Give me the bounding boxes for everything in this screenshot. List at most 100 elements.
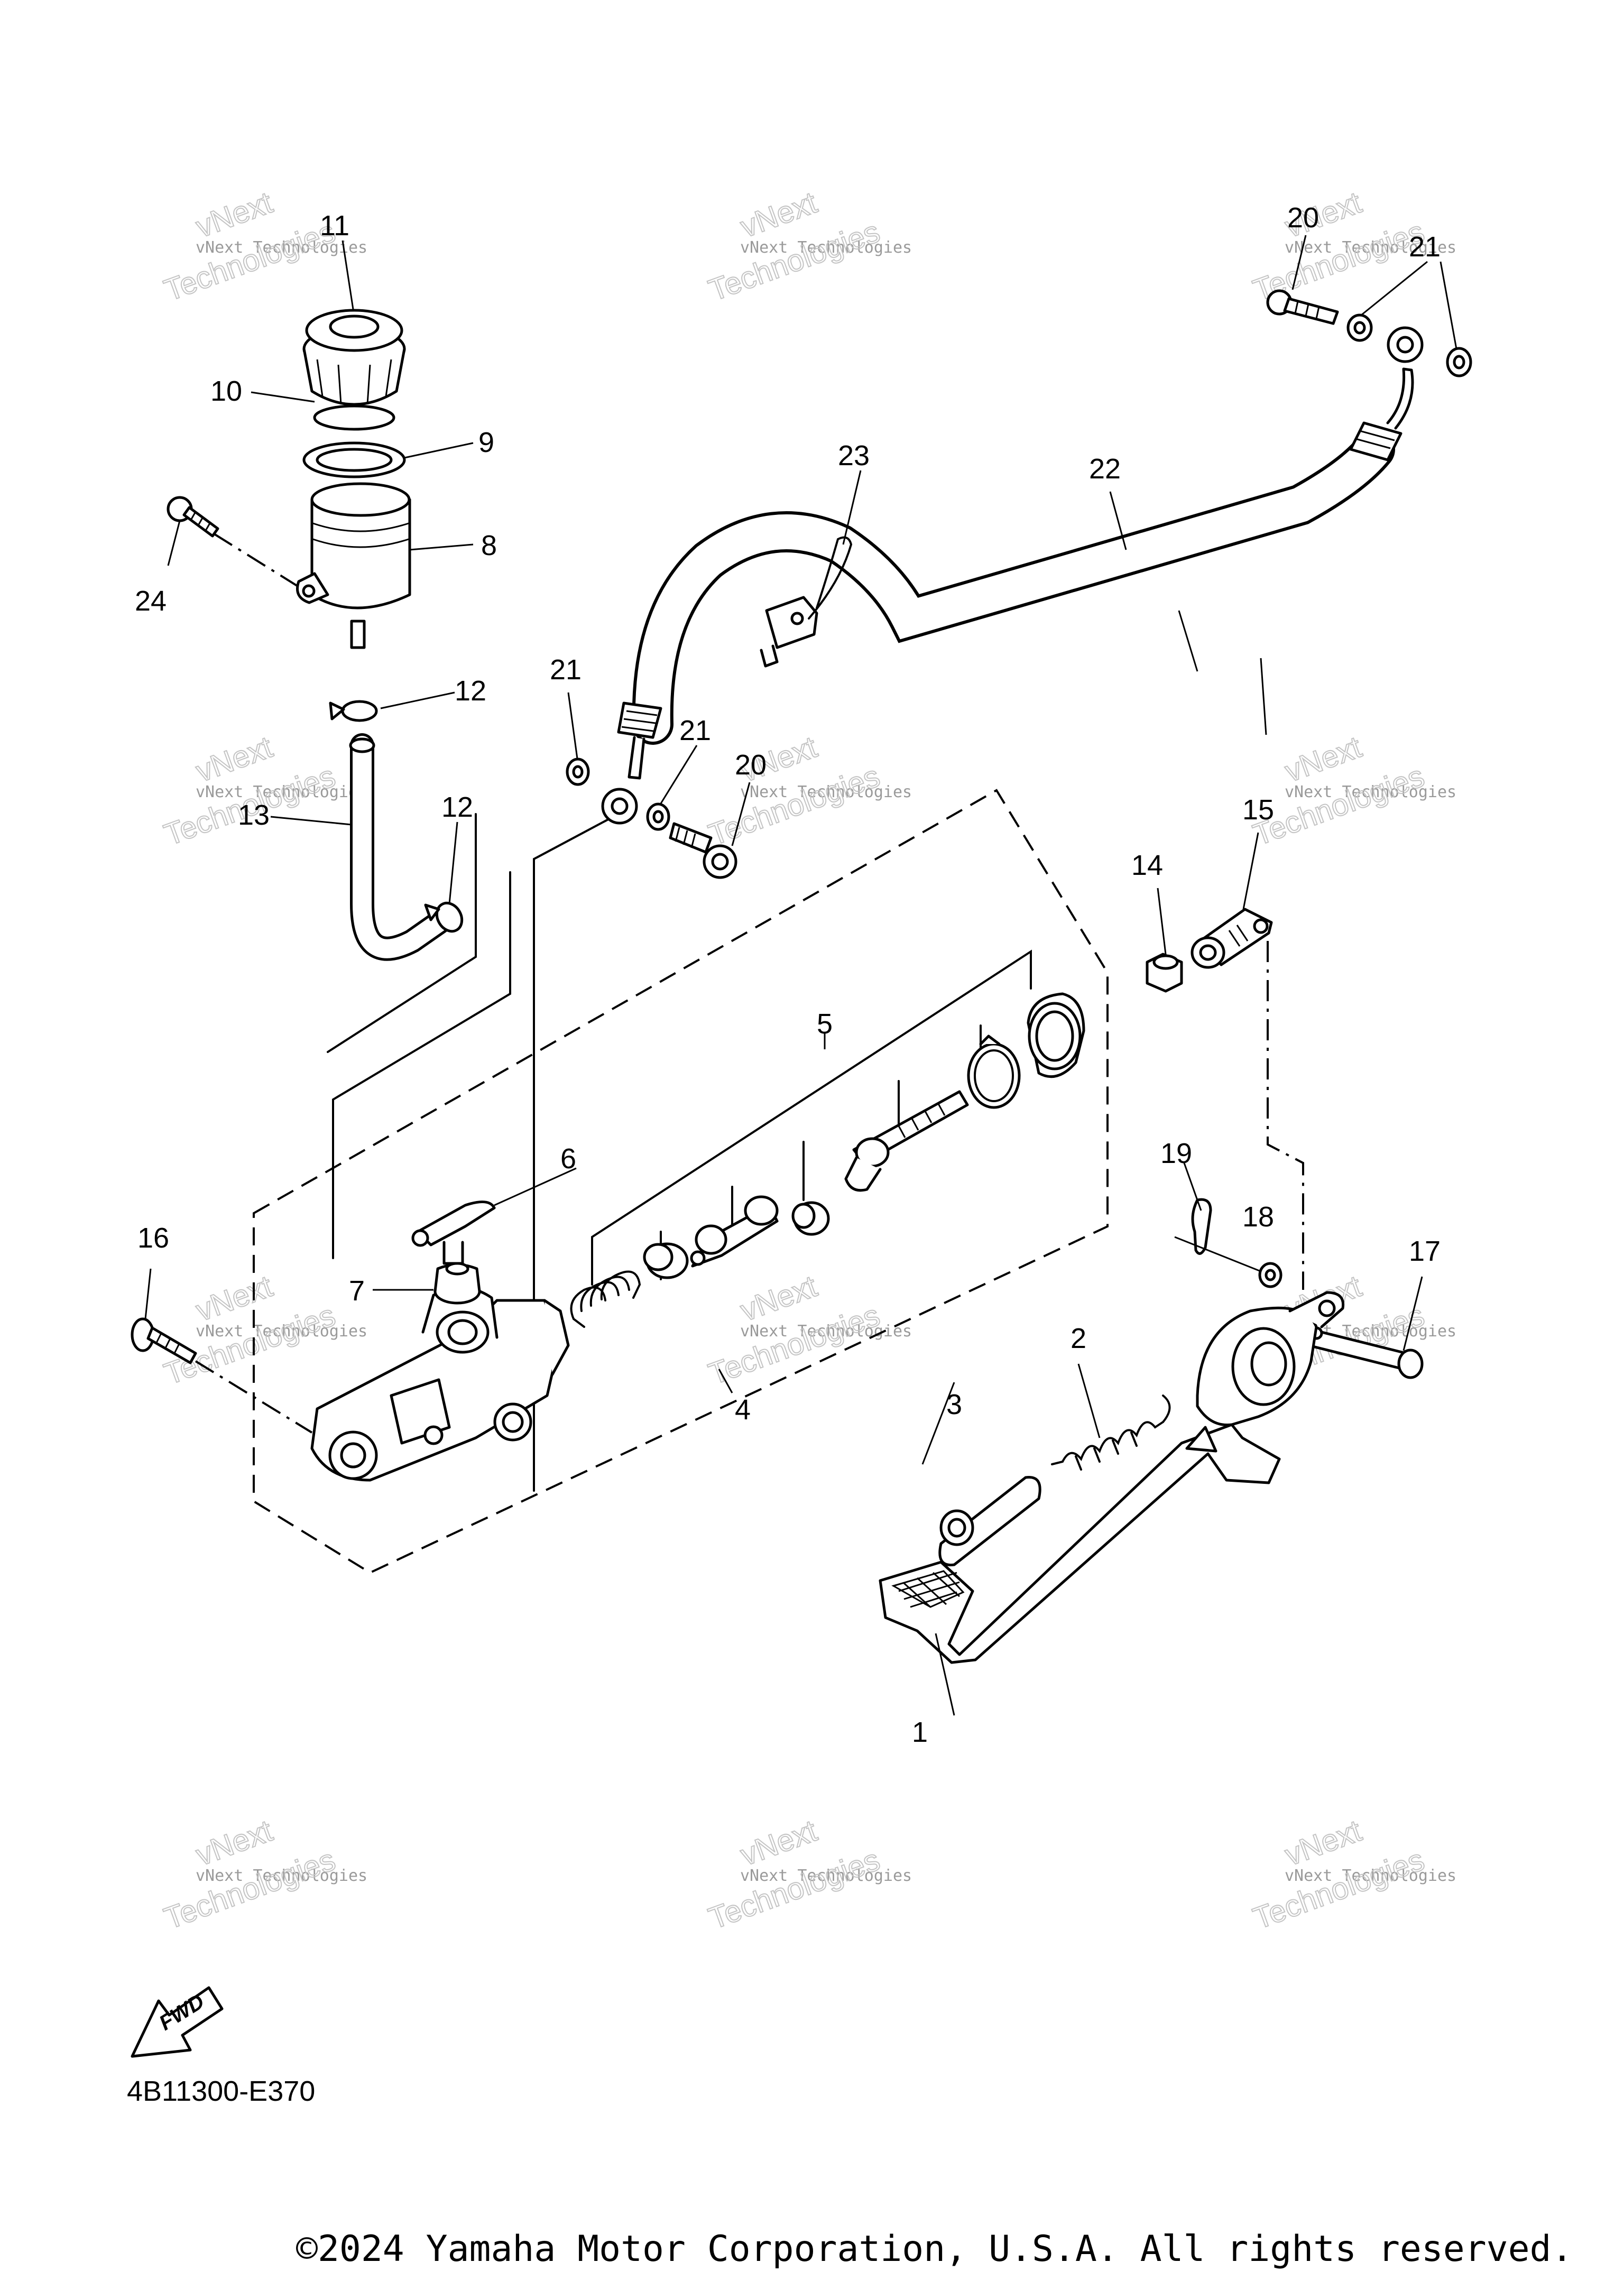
- piston-cup: [643, 1242, 689, 1279]
- callout-12: 12: [455, 675, 486, 707]
- secondary-cup: [791, 1201, 830, 1236]
- callout-11: 11: [320, 210, 349, 242]
- washer-upper-a: [1346, 313, 1373, 342]
- diagram-code: 4B11300-E370: [127, 2075, 316, 2107]
- callout-5: 5: [817, 1008, 833, 1040]
- master-cylinder-body: [310, 1286, 570, 1482]
- copyright-notice: ©2024 Yamaha Motor Corporation, U.S.A. A…: [296, 2228, 1573, 2270]
- watermark: vNext vNext Technologies Technologies: [159, 729, 367, 853]
- master-cylinder-bolt: [131, 1317, 197, 1364]
- piston: [690, 1195, 779, 1268]
- callout-1: 1: [912, 1716, 928, 1748]
- callout-12b: 12: [441, 791, 473, 823]
- svg-text:vNext Technologies: vNext Technologies: [1285, 238, 1456, 257]
- svg-text:vNext: vNext: [1280, 1813, 1366, 1872]
- reservoir-bolt: [167, 496, 219, 538]
- cotter-pin: [1191, 1198, 1212, 1255]
- pin-washer: [1258, 1262, 1282, 1288]
- svg-text:Technologies: Technologies: [160, 1298, 339, 1391]
- svg-text:vNext Technologies: vNext Technologies: [196, 783, 367, 801]
- union-bolt-upper: [1266, 289, 1339, 325]
- callout-14: 14: [1131, 849, 1163, 881]
- lock-nut: [1146, 953, 1183, 993]
- clevis-routing-line: [1267, 941, 1304, 1290]
- svg-text:Technologies: Technologies: [160, 1842, 339, 1936]
- callout-24: 24: [135, 585, 167, 617]
- svg-text:Technologies: Technologies: [704, 759, 884, 852]
- callout-6: 6: [560, 1143, 576, 1175]
- svg-text:Technologies: Technologies: [704, 1842, 884, 1936]
- callout-4: 4: [735, 1394, 751, 1426]
- reservoir-diaphragm: [302, 441, 406, 478]
- svg-text:vNext Technologies: vNext Technologies: [196, 1867, 367, 1885]
- callout-10: 10: [210, 375, 242, 407]
- callout-20b: 20: [1287, 202, 1319, 234]
- watermark: vNext vNext Technologies Technologies: [1248, 1813, 1456, 1936]
- hose-guide: [760, 536, 853, 668]
- watermark: vNext vNext Technologies Technologies: [159, 184, 367, 308]
- union-bolt-lower: [669, 822, 737, 879]
- brake-hose-routing-line: [533, 816, 614, 1492]
- svg-text:vNext: vNext: [191, 185, 277, 244]
- washer-lower-a: [566, 758, 590, 786]
- svg-text:vNext Technologies: vNext Technologies: [196, 1322, 367, 1341]
- watermark: vNext vNext Technologies Technologies: [159, 1813, 367, 1936]
- watermark: vNext vNext Technologies Technologies: [704, 184, 912, 308]
- callout-20: 20: [735, 749, 767, 781]
- watermark: vNext vNext Technologies Technologies: [1248, 729, 1456, 853]
- svg-text:vNext: vNext: [736, 185, 822, 244]
- hose-banjo-lower: [601, 788, 638, 825]
- svg-text:vNext: vNext: [1280, 730, 1366, 789]
- hose-clip-lower: [424, 901, 464, 933]
- watermark: vNext vNext Technologies Technologies: [704, 1268, 912, 1392]
- dust-boot: [1027, 992, 1085, 1078]
- callout-3: 3: [946, 1389, 962, 1420]
- watermark: vNext vNext Technologies Technologies: [704, 1813, 912, 1936]
- push-rod: [844, 1090, 969, 1192]
- leader-lines: [144, 235, 1457, 1716]
- reservoir-hose-routing-line: [332, 871, 511, 1259]
- reservoir-diaphragm-plate: [313, 404, 395, 431]
- reservoir-hose: [349, 733, 451, 961]
- return-spring: [1051, 1395, 1171, 1471]
- callout-2: 2: [1071, 1323, 1086, 1354]
- fwd-arrow-icon: FWD: [131, 1986, 224, 2058]
- master-cylinder-kit-outline: [253, 789, 1109, 1574]
- callout-7: 7: [349, 1275, 365, 1307]
- svg-text:Technologies: Technologies: [1249, 759, 1428, 852]
- reservoir-tank: [296, 482, 411, 649]
- reservoir-cap: [302, 309, 406, 406]
- circlip: [967, 1035, 1021, 1109]
- clevis: [1191, 908, 1273, 969]
- callout-17: 17: [1409, 1235, 1441, 1267]
- bleed-screw-cap: [433, 1262, 481, 1305]
- callout-13: 13: [238, 799, 270, 831]
- watermark: vNext vNext Technologies Technologies: [159, 1268, 367, 1392]
- callout-16: 16: [137, 1222, 169, 1254]
- svg-text:vNext: vNext: [191, 730, 277, 789]
- callout-8: 8: [481, 530, 497, 561]
- reservoir-hose-routing-line-2: [327, 813, 477, 1053]
- master-cylinder-mount-line: [195, 1360, 313, 1434]
- callout-9: 9: [478, 427, 494, 458]
- callout-23: 23: [838, 440, 870, 472]
- svg-text:vNext Technologies: vNext Technologies: [740, 238, 912, 257]
- svg-text:vNext: vNext: [191, 1269, 277, 1328]
- svg-text:vNext: vNext: [736, 1813, 822, 1872]
- svg-text:vNext Technologies: vNext Technologies: [740, 1867, 912, 1885]
- svg-text:vNext Technologies: vNext Technologies: [1285, 783, 1456, 801]
- svg-text:vNext: vNext: [736, 1269, 822, 1328]
- piston-spring: [570, 1270, 641, 1328]
- svg-text:vNext Technologies: vNext Technologies: [196, 238, 367, 257]
- washer-upper-b: [1446, 347, 1472, 377]
- callout-labels: 1 2 3 4 5 6 7 8 9 10 11 12 12 13 14 15 1…: [135, 202, 1441, 1748]
- callout-21: 21: [550, 654, 582, 686]
- callout-22: 22: [1089, 453, 1121, 485]
- svg-text:vNext: vNext: [191, 1813, 277, 1872]
- svg-text:vNext Technologies: vNext Technologies: [1285, 1867, 1456, 1885]
- svg-text:vNext Technologies: vNext Technologies: [740, 783, 912, 801]
- callout-21c: 21: [1409, 231, 1441, 263]
- callout-21b: 21: [679, 715, 711, 746]
- hose-clip-upper: [329, 700, 378, 722]
